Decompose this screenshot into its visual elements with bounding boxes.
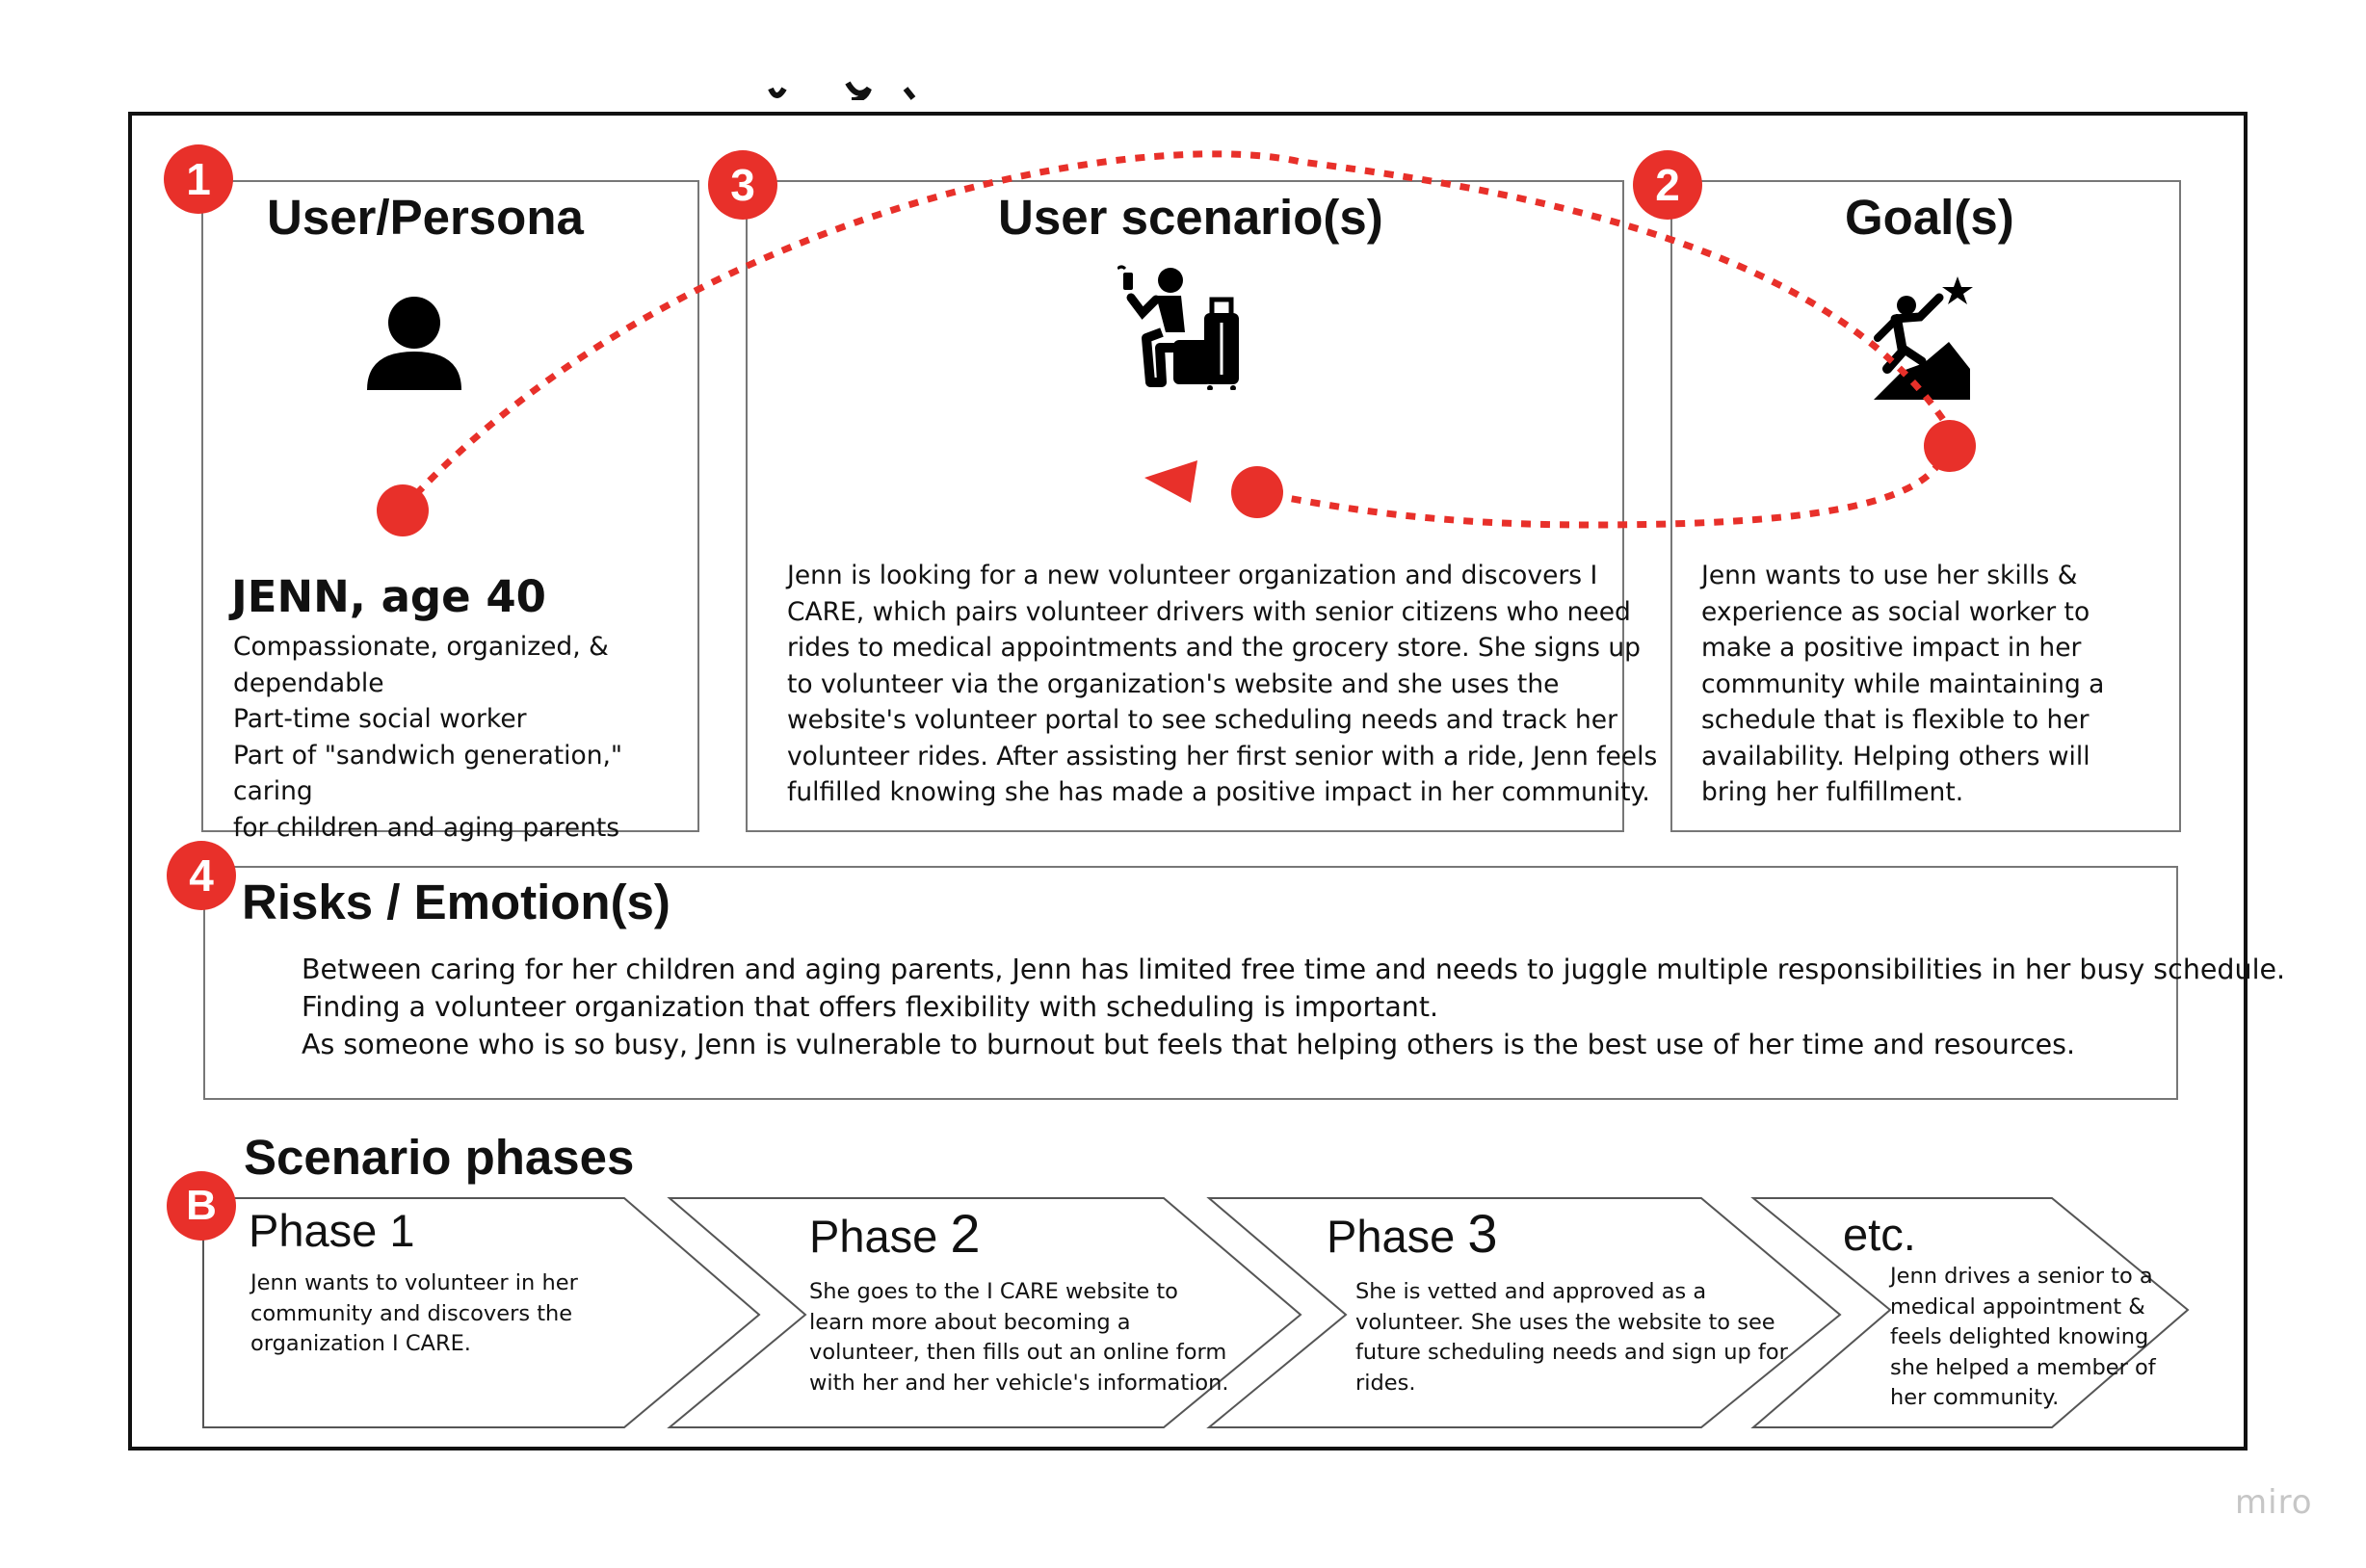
phase-0-line: community and discovers the xyxy=(250,1300,573,1326)
phase-3-line: feels delighted knowing xyxy=(1890,1324,2149,1349)
scenario-heading: User scenario(s) xyxy=(998,190,1383,245)
phase-2-description: She goes to the I CARE website to learn m… xyxy=(809,1277,1229,1398)
scenario-line: fulfilled knowing she has made a positiv… xyxy=(787,777,1650,807)
badge-user-persona: 1 xyxy=(164,144,233,214)
phase-1-line: with her and her vehicle's information. xyxy=(809,1370,1229,1396)
goals-line: experience as social worker to xyxy=(1701,596,2090,627)
persona-box xyxy=(201,180,699,832)
badge-goals: 2 xyxy=(1633,150,1702,220)
phase-1-line: learn more about becoming a xyxy=(809,1309,1131,1335)
phase-2-line: rides. xyxy=(1355,1370,1416,1396)
phase-1-line: She goes to the I CARE website to xyxy=(809,1279,1178,1304)
flow-path-persona-to-goal xyxy=(400,150,1949,511)
phases-heading: Scenario phases xyxy=(244,1130,635,1185)
badge-scenario: 3 xyxy=(708,150,777,220)
scenario-line: website's volunteer portal to see schedu… xyxy=(787,705,1618,735)
phase-3-line: medical appointment & xyxy=(1890,1294,2145,1320)
badge-phases: B xyxy=(167,1171,236,1241)
flow-path-goal-to-scenario xyxy=(1251,442,1950,529)
phase-1-description: Jenn wants to volunteer in her community … xyxy=(250,1268,578,1360)
miro-watermark: miro xyxy=(2235,1483,2313,1522)
scenario-line: volunteer rides. After assisting her fir… xyxy=(787,741,1658,771)
persona-line: dependable xyxy=(233,667,384,698)
phase-etc-description: Jenn drives a senior to a medical appoint… xyxy=(1890,1262,2156,1414)
risks-line: Between caring for her children and agin… xyxy=(302,954,2286,985)
risks-box xyxy=(203,866,2178,1100)
phase-3-title: Phase 3 xyxy=(1327,1203,1498,1264)
flow-node-persona xyxy=(377,484,429,536)
persona-line: Part-time social worker xyxy=(233,704,527,734)
persona-line: Compassionate, organized, & xyxy=(233,632,609,662)
goals-line: availability. Helping others will xyxy=(1701,741,2090,771)
risks-line: As someone who is so busy, Jenn is vulne… xyxy=(302,1029,2076,1060)
phase-1-title: Phase 1 xyxy=(249,1205,415,1256)
scenario-line: rides to medical appointments and the gr… xyxy=(787,633,1641,663)
phase-0-line: Jenn wants to volunteer in her xyxy=(250,1270,578,1295)
phase-chevron-2 xyxy=(667,1197,1302,1428)
badge-risks: 4 xyxy=(167,841,236,910)
flow-node-scenario xyxy=(1231,466,1283,518)
risks-heading: Risks / Emotion(s) xyxy=(242,875,670,929)
phase-2-title: Phase 2 xyxy=(809,1203,981,1264)
phase-1-line: volunteer, then fills out an online form xyxy=(809,1340,1227,1365)
risks-description: Between caring for her children and agin… xyxy=(302,951,2286,1063)
traveler-with-luggage-icon xyxy=(1117,265,1239,390)
scenario-line: to volunteer via the organization's webs… xyxy=(787,668,1560,699)
phase-chevron-1 xyxy=(202,1197,761,1428)
phase-chevron-3 xyxy=(1206,1197,1842,1428)
scenario-box xyxy=(746,180,1624,832)
goals-description: Jenn wants to use her skills & experience… xyxy=(1701,558,2164,811)
phase-etc-title: etc. xyxy=(1843,1209,1916,1260)
risks-line: Finding a volunteer organization that of… xyxy=(302,991,1439,1023)
scenario-description: Jenn is looking for a new volunteer orga… xyxy=(787,558,1658,811)
goals-line: bring her fulfillment. xyxy=(1701,777,1964,807)
goals-line: community while maintaining a xyxy=(1701,668,2105,699)
goals-heading: Goal(s) xyxy=(1845,190,2014,245)
goals-line: Jenn wants to use her skills & xyxy=(1701,561,2078,590)
phase-3-line: her community. xyxy=(1890,1385,2060,1410)
phase-2-line: volunteer. She uses the website to see xyxy=(1355,1309,1775,1335)
scenario-line: Jenn is looking for a new volunteer orga… xyxy=(787,561,1598,590)
flow-arrowhead xyxy=(1144,460,1197,503)
persona-heading: User/Persona xyxy=(267,190,584,245)
person-icon xyxy=(367,297,461,390)
goals-line: schedule that is flexible to her xyxy=(1701,705,2090,735)
flow-node-goal xyxy=(1924,420,1976,472)
phase-chevron-etc xyxy=(1750,1197,2190,1428)
phase-3-line: Jenn drives a senior to a xyxy=(1890,1264,2153,1289)
phase-0-line: organization I CARE. xyxy=(250,1331,471,1356)
goals-box xyxy=(1670,180,2181,832)
cut-off-title-remnant xyxy=(732,75,1021,100)
phase-3-description: She is vetted and approved as a volunteer… xyxy=(1355,1277,1788,1398)
phase-2-line: She is vetted and approved as a xyxy=(1355,1279,1707,1304)
climber-reaching-star-icon xyxy=(1874,276,1973,400)
goals-line: make a positive impact in her xyxy=(1701,633,2082,663)
phase-3-line: she helped a member of xyxy=(1890,1354,2156,1380)
scenario-line: CARE, which pairs volunteer drivers with… xyxy=(787,596,1631,627)
phase-2-line: future scheduling needs and sign up for xyxy=(1355,1340,1788,1365)
persona-line: for children and aging parents xyxy=(233,812,620,843)
journey-map-frame xyxy=(128,112,2248,1450)
persona-name: JENN, age 40 xyxy=(231,571,546,622)
persona-line: Part of "sandwich generation," caring xyxy=(233,740,623,807)
